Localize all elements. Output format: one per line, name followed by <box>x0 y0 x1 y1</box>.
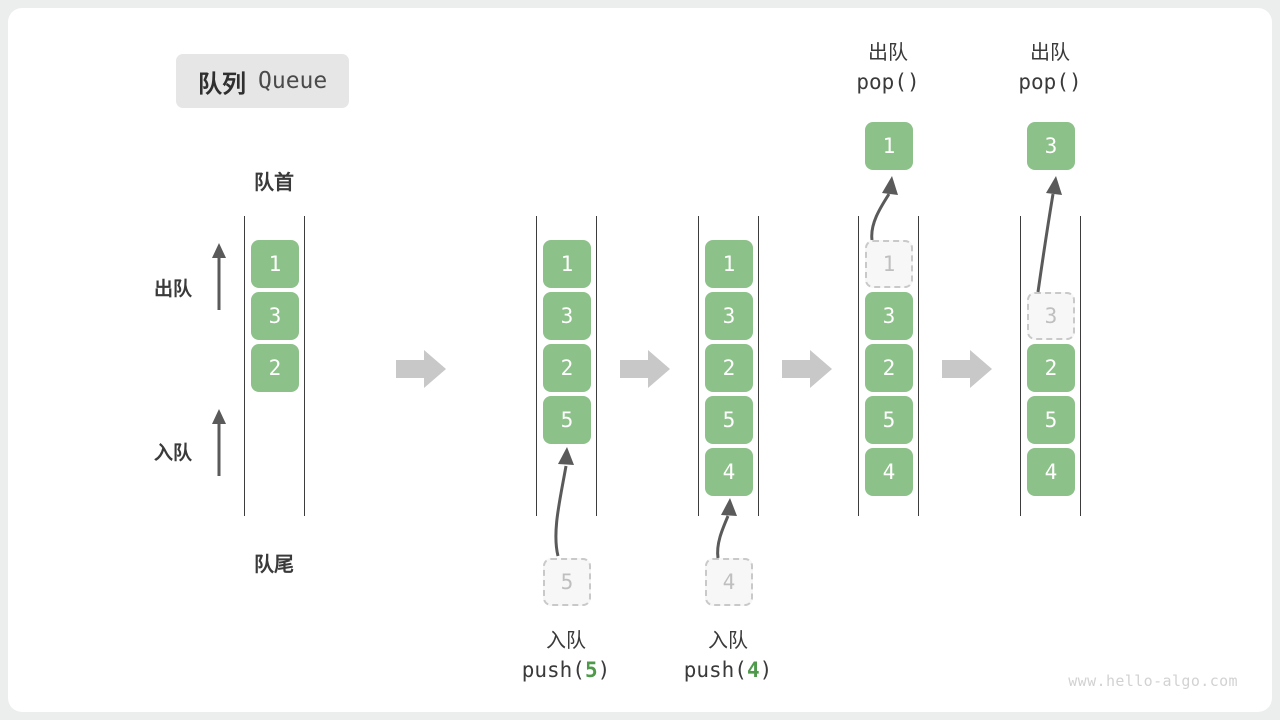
queue-column-after-push-5: 1 3 2 5 5 <box>506 8 626 712</box>
push-arrow-icon <box>700 492 760 562</box>
queue-cell: 3 <box>705 292 753 340</box>
queue-column-after-pop-1: 1 3 2 5 4 1 <box>828 8 948 712</box>
pop-arrow-icon <box>1020 172 1080 296</box>
title-chinese: 队列 <box>198 69 246 98</box>
queue-cell: 3 <box>543 292 591 340</box>
queue-column-after-pop-3: 3 2 5 4 3 <box>990 8 1110 712</box>
queue-column-initial-queue: 队首 1 3 2 队尾 <box>214 8 334 712</box>
rear-label: 队尾 <box>254 552 294 576</box>
step-arrow-icon <box>620 348 672 388</box>
rail-left <box>858 216 859 516</box>
operation-fn-end: ) <box>597 658 611 682</box>
rail-left <box>244 216 245 516</box>
operation-name: 入队 <box>546 628 586 652</box>
incoming-element-ghost: 4 <box>705 558 753 606</box>
rail-left <box>1020 216 1021 516</box>
push-arrow-icon <box>536 440 596 560</box>
operation-name: 入队 <box>708 628 748 652</box>
front-label: 队首 <box>254 170 294 194</box>
popped-element: 1 <box>865 122 913 170</box>
queue-cell: 3 <box>865 292 913 340</box>
operation-arg: 5 <box>584 658 598 682</box>
dequeue-direction-arrow-icon <box>208 240 230 312</box>
pop-arrow-icon <box>858 172 918 244</box>
queue-cell: 2 <box>705 344 753 392</box>
rail-right <box>1080 216 1081 516</box>
operation-caption-pop-3: 出队 pop() <box>965 38 1135 97</box>
dequeue-direction-label: 出队 <box>153 278 192 300</box>
step-arrow-icon <box>782 348 834 388</box>
rail-left <box>536 216 537 516</box>
queue-cell: 1 <box>543 240 591 288</box>
rail-left <box>698 216 699 516</box>
operation-caption-push-5: 入队 push(5) <box>481 626 651 685</box>
diagram-title-badge: 队列 Queue <box>176 54 350 108</box>
rail-right <box>918 216 919 516</box>
step-arrow-icon <box>942 348 994 388</box>
enqueue-direction-label: 入队 <box>153 442 192 464</box>
operation-arg: 4 <box>746 658 760 682</box>
operation-fn: push( <box>683 658 747 682</box>
queue-cell: 2 <box>865 344 913 392</box>
operation-code: pop() <box>856 70 920 94</box>
operation-code: push(4) <box>643 655 813 685</box>
watermark: www.hello-algo.com <box>1068 672 1238 690</box>
operation-fn-end: ) <box>759 658 773 682</box>
incoming-element-ghost: 5 <box>543 558 591 606</box>
queue-cell: 1 <box>705 240 753 288</box>
operation-fn: push( <box>521 658 585 682</box>
queue-cell: 5 <box>705 396 753 444</box>
rail-right <box>304 216 305 516</box>
queue-cell: 2 <box>251 344 299 392</box>
operation-name: 出队 <box>1030 40 1070 64</box>
operation-name: 出队 <box>868 40 908 64</box>
queue-cell: 1 <box>251 240 299 288</box>
operation-caption-pop-1: 出队 pop() <box>803 38 973 97</box>
queue-cell: 4 <box>1027 448 1075 496</box>
operation-code: pop() <box>1018 70 1082 94</box>
queue-cell: 4 <box>865 448 913 496</box>
queue-cell: 5 <box>1027 396 1075 444</box>
rail-right <box>596 216 597 516</box>
popped-element: 3 <box>1027 122 1075 170</box>
popped-slot-ghost: 3 <box>1027 292 1075 340</box>
popped-slot-ghost: 1 <box>865 240 913 288</box>
rail-right <box>758 216 759 516</box>
title-english: Queue <box>258 68 328 94</box>
step-arrow-icon <box>396 348 448 388</box>
queue-cell: 2 <box>543 344 591 392</box>
queue-cell: 2 <box>1027 344 1075 392</box>
operation-caption-push-4: 入队 push(4) <box>643 626 813 685</box>
queue-cell-new: 4 <box>705 448 753 496</box>
queue-cell-new: 5 <box>543 396 591 444</box>
diagram-canvas: 队列 Queue 队首 1 3 2 队尾 出队 入队 1 3 <box>8 8 1272 712</box>
enqueue-direction-arrow-icon <box>208 406 230 478</box>
queue-column-after-push-4: 1 3 2 5 4 4 <box>668 8 788 712</box>
queue-cell: 5 <box>865 396 913 444</box>
operation-code: push(5) <box>481 655 651 685</box>
queue-cell: 3 <box>251 292 299 340</box>
